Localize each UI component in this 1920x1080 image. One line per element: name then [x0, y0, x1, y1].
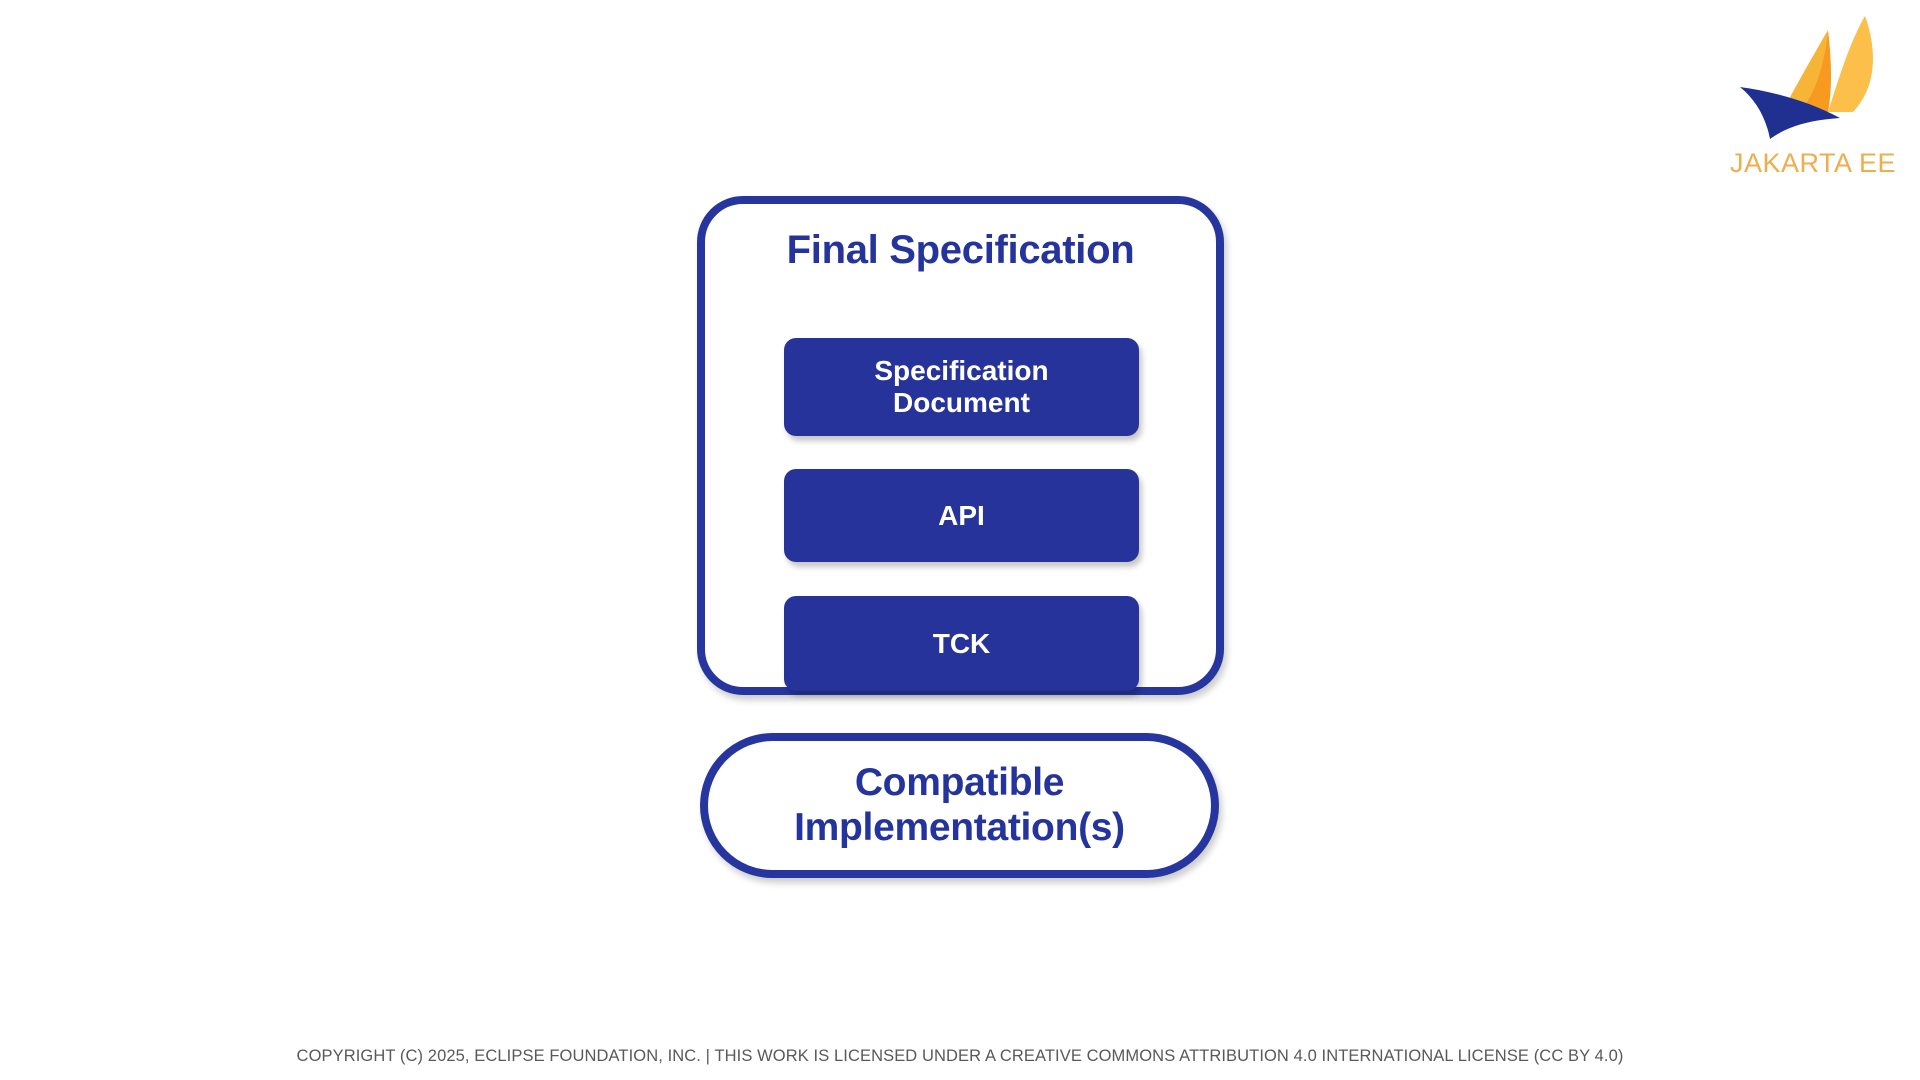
copyright-footer: COPYRIGHT (C) 2025, ECLIPSE FOUNDATION, … [296, 1047, 1624, 1065]
api-box[interactable]: API [784, 469, 1139, 562]
compatible-implementations-node[interactable]: Compatible Implementation(s) [700, 733, 1219, 878]
final-specification-container: Final Specification Specification Docume… [697, 196, 1224, 695]
jakarta-ee-logo: JAKARTA EE [1718, 8, 1908, 193]
api-label: API [938, 499, 985, 531]
compatible-implementations-label: Compatible Implementation(s) [794, 760, 1125, 849]
sailboat-icon [1736, 8, 1901, 148]
jakarta-ee-wordmark: JAKARTA EE [1729, 148, 1897, 178]
specification-document-box[interactable]: Specification Document [784, 338, 1139, 436]
specification-document-line-1: Specification [874, 355, 1049, 387]
tck-box[interactable]: TCK [784, 596, 1139, 691]
specification-artifact-list: Specification Document API TCK [784, 338, 1139, 691]
tck-label: TCK [932, 627, 991, 659]
final-specification-title: Final Specification [786, 228, 1135, 272]
specification-document-line-2: Document [893, 387, 1030, 418]
